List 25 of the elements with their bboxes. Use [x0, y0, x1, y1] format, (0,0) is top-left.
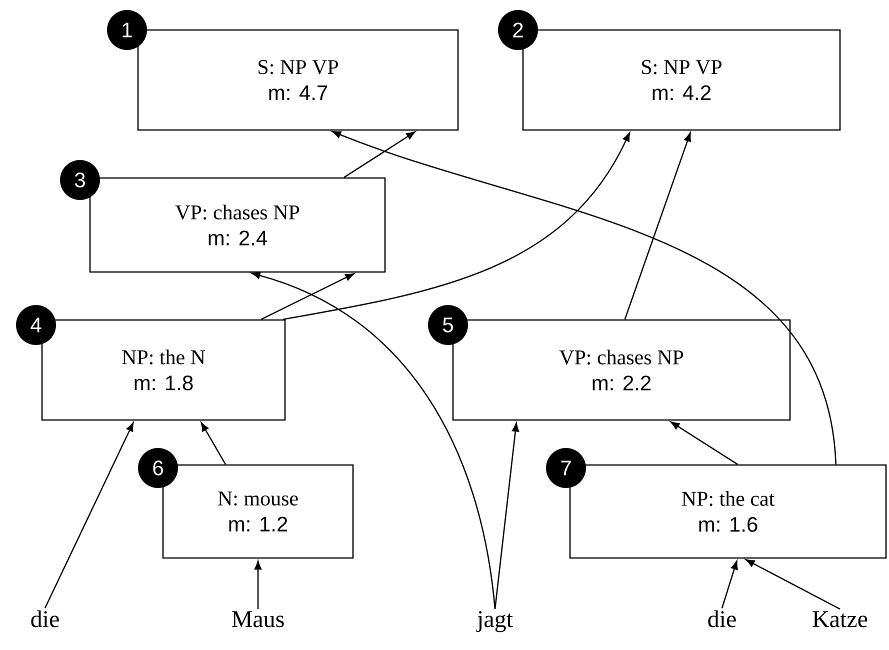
arrow: [746, 559, 840, 610]
arrow: [670, 421, 738, 465]
arrow: [260, 273, 354, 320]
number-badge: 2: [498, 10, 538, 50]
word: Maus: [232, 611, 284, 628]
number-badge: 1: [107, 10, 147, 50]
arrow: [200, 422, 226, 465]
arrow: [344, 131, 416, 178]
number-badge: 5: [428, 305, 468, 345]
arrow: [254, 560, 262, 610]
arrow: [721, 560, 738, 608]
number-badge: 4: [16, 305, 56, 345]
number-badge: 6: [138, 448, 178, 488]
word: jagt: [476, 611, 513, 632]
arrow: [624, 132, 691, 320]
number-badge: 7: [546, 448, 586, 488]
word: die: [708, 610, 736, 628]
arrow: [283, 132, 630, 320]
word: Katze: [812, 611, 868, 628]
arrow: [494, 422, 519, 609]
number-badge: 3: [60, 160, 100, 200]
arrow: [44, 422, 134, 608]
arrow: [332, 131, 837, 464]
word: die: [31, 610, 59, 628]
arrow: [251, 272, 496, 609]
